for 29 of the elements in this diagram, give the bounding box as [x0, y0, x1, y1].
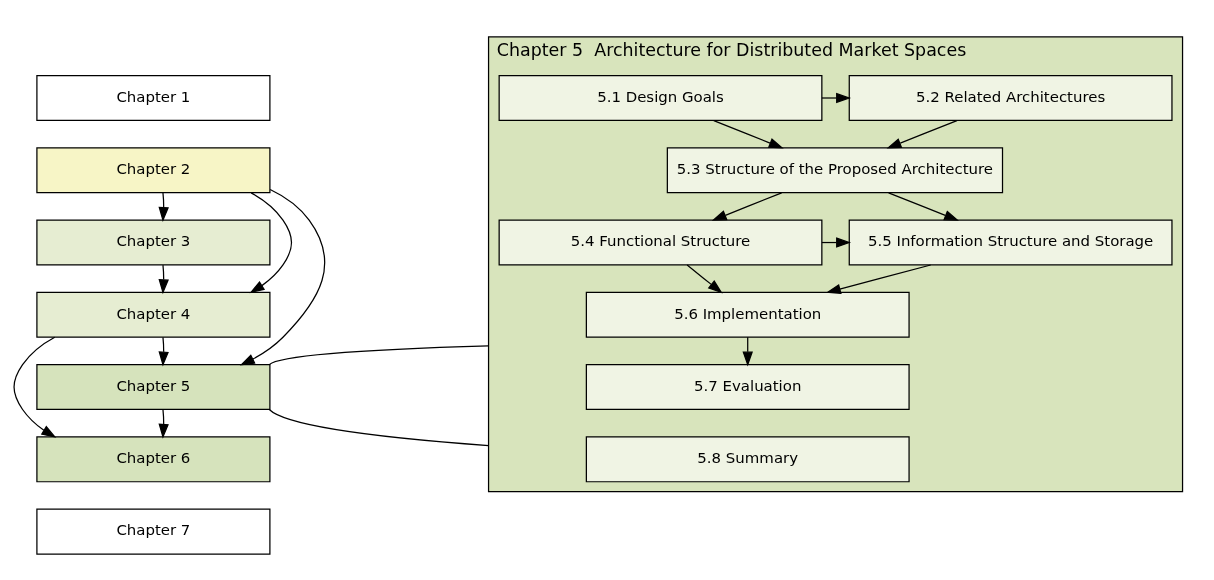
arrow: [713, 119, 784, 149]
arrow: [887, 191, 960, 221]
connector: [268, 344, 490, 365]
arrow: [158, 263, 169, 294]
arrow: [686, 263, 723, 294]
arrow: [239, 188, 326, 365]
node-box: 5.8 Summary: [585, 435, 910, 482]
node-box: 5.3 Structure of the Proposed Architecture: [666, 146, 1004, 193]
arrow: [158, 336, 169, 366]
arrow: [821, 92, 852, 103]
arrow: [711, 191, 783, 221]
node-box: Chapter 6: [36, 435, 271, 482]
node-box: Chapter 7: [36, 508, 271, 555]
node-box: Chapter 1: [36, 74, 271, 121]
node-box: 5.5 Information Structure and Storage: [848, 218, 1173, 266]
connector: [268, 408, 490, 446]
node-box: 5.1 Design Goals: [498, 74, 823, 121]
node-box: 5.2 Related Architectures: [848, 74, 1173, 121]
node-box: 5.4 Functional Structure: [498, 218, 823, 266]
arrow: [886, 119, 958, 149]
node-box: 5.6 Implementation: [585, 291, 910, 338]
arrow: [249, 191, 293, 293]
node-box: Chapter 5: [36, 363, 271, 410]
node-box: Chapter 3: [36, 218, 271, 266]
node-box: 5.7 Evaluation: [585, 363, 910, 410]
node-box: Chapter 2: [36, 146, 271, 193]
arrow: [825, 263, 932, 294]
node-box: Chapter 4: [36, 291, 271, 338]
arrow: [13, 336, 57, 438]
